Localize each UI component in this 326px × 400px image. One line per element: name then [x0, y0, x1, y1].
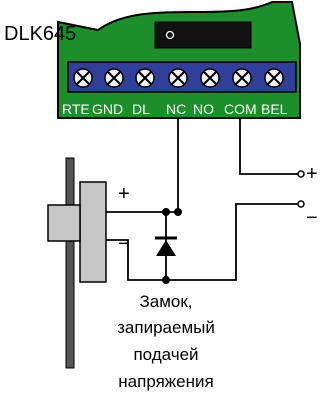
terminal-label-no: NO: [193, 101, 214, 117]
screw-icon: [104, 68, 124, 88]
terminal-labels: RTE GND DL NC NO COM BEL: [62, 101, 288, 117]
terminal-label-dl: DL: [132, 101, 150, 117]
junction-dot: [162, 208, 170, 216]
caption-line: Замок,: [139, 292, 192, 311]
terminal-label-rte: RTE: [62, 101, 90, 117]
power-minus-label: −: [306, 207, 318, 229]
screw-icon: [168, 68, 188, 88]
terminal-label-com: COM: [224, 101, 257, 117]
terminal-screws: [73, 68, 284, 88]
junction-dot: [162, 276, 170, 284]
power-plus-label: +: [306, 163, 318, 185]
connector-led-icon: [165, 30, 175, 40]
diode-icon: [155, 236, 177, 256]
device-name: DLK645: [4, 23, 76, 45]
lock-caption: Замок, запираемый подачей напряжения: [117, 292, 215, 391]
lock-icon: [47, 157, 107, 369]
terminal-label-gnd: GND: [92, 101, 123, 117]
caption-line: подачей: [133, 345, 198, 364]
caption-line: запираемый: [117, 318, 215, 337]
screw-icon: [264, 68, 284, 88]
caption-line: напряжения: [118, 372, 213, 391]
lock-minus-label: −: [118, 233, 130, 255]
junction-dot: [174, 208, 182, 216]
power-plus-terminal: [297, 170, 305, 178]
screw-icon: [200, 68, 220, 88]
power-minus-terminal: [297, 200, 305, 208]
lock-plus-label: +: [118, 183, 130, 205]
screw-icon: [232, 68, 252, 88]
wires: [106, 118, 298, 281]
terminal-label-bel: BEL: [261, 101, 288, 117]
screw-icon: [135, 68, 155, 88]
screw-icon: [73, 68, 93, 88]
board-connector: [154, 21, 252, 49]
terminal-label-nc: NC: [166, 101, 186, 117]
